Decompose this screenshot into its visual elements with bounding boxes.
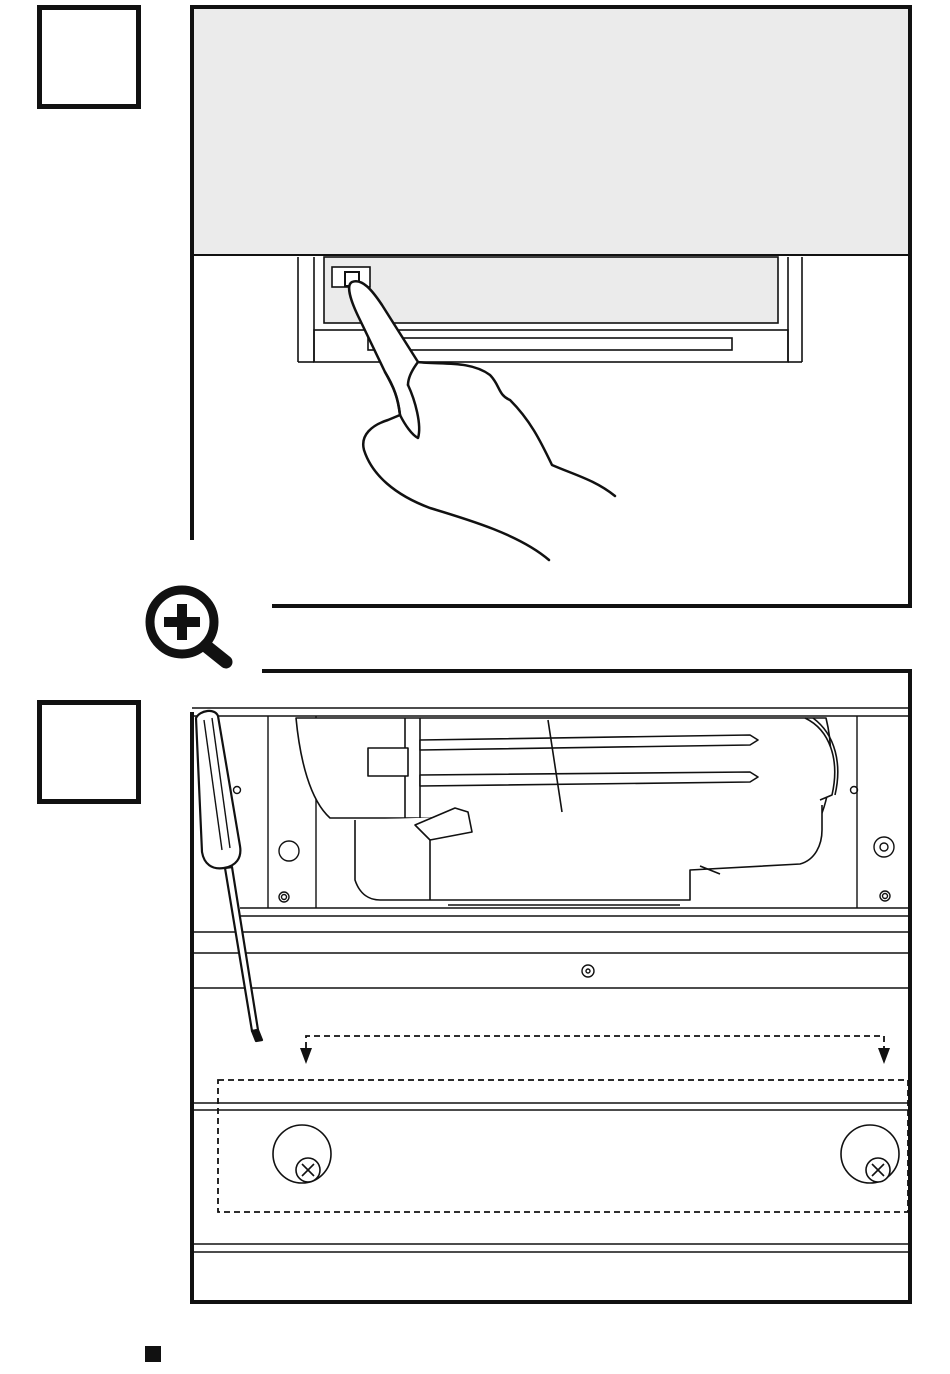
panel-1 — [192, 7, 910, 606]
screw-right — [841, 1125, 899, 1183]
hood-front-panel — [192, 8, 909, 255]
mid-rails — [192, 932, 910, 1252]
zoom-in-magnifier-icon — [150, 590, 226, 662]
removal-indicators — [218, 1036, 908, 1212]
panel-2 — [192, 671, 910, 1302]
phillips-screwdriver — [196, 711, 262, 1041]
arrow-down-left — [300, 1048, 312, 1064]
footer-bullet-square — [145, 1346, 161, 1362]
blower-motor — [296, 718, 838, 905]
screw-left — [273, 1125, 331, 1183]
arrow-down-right — [878, 1048, 890, 1064]
